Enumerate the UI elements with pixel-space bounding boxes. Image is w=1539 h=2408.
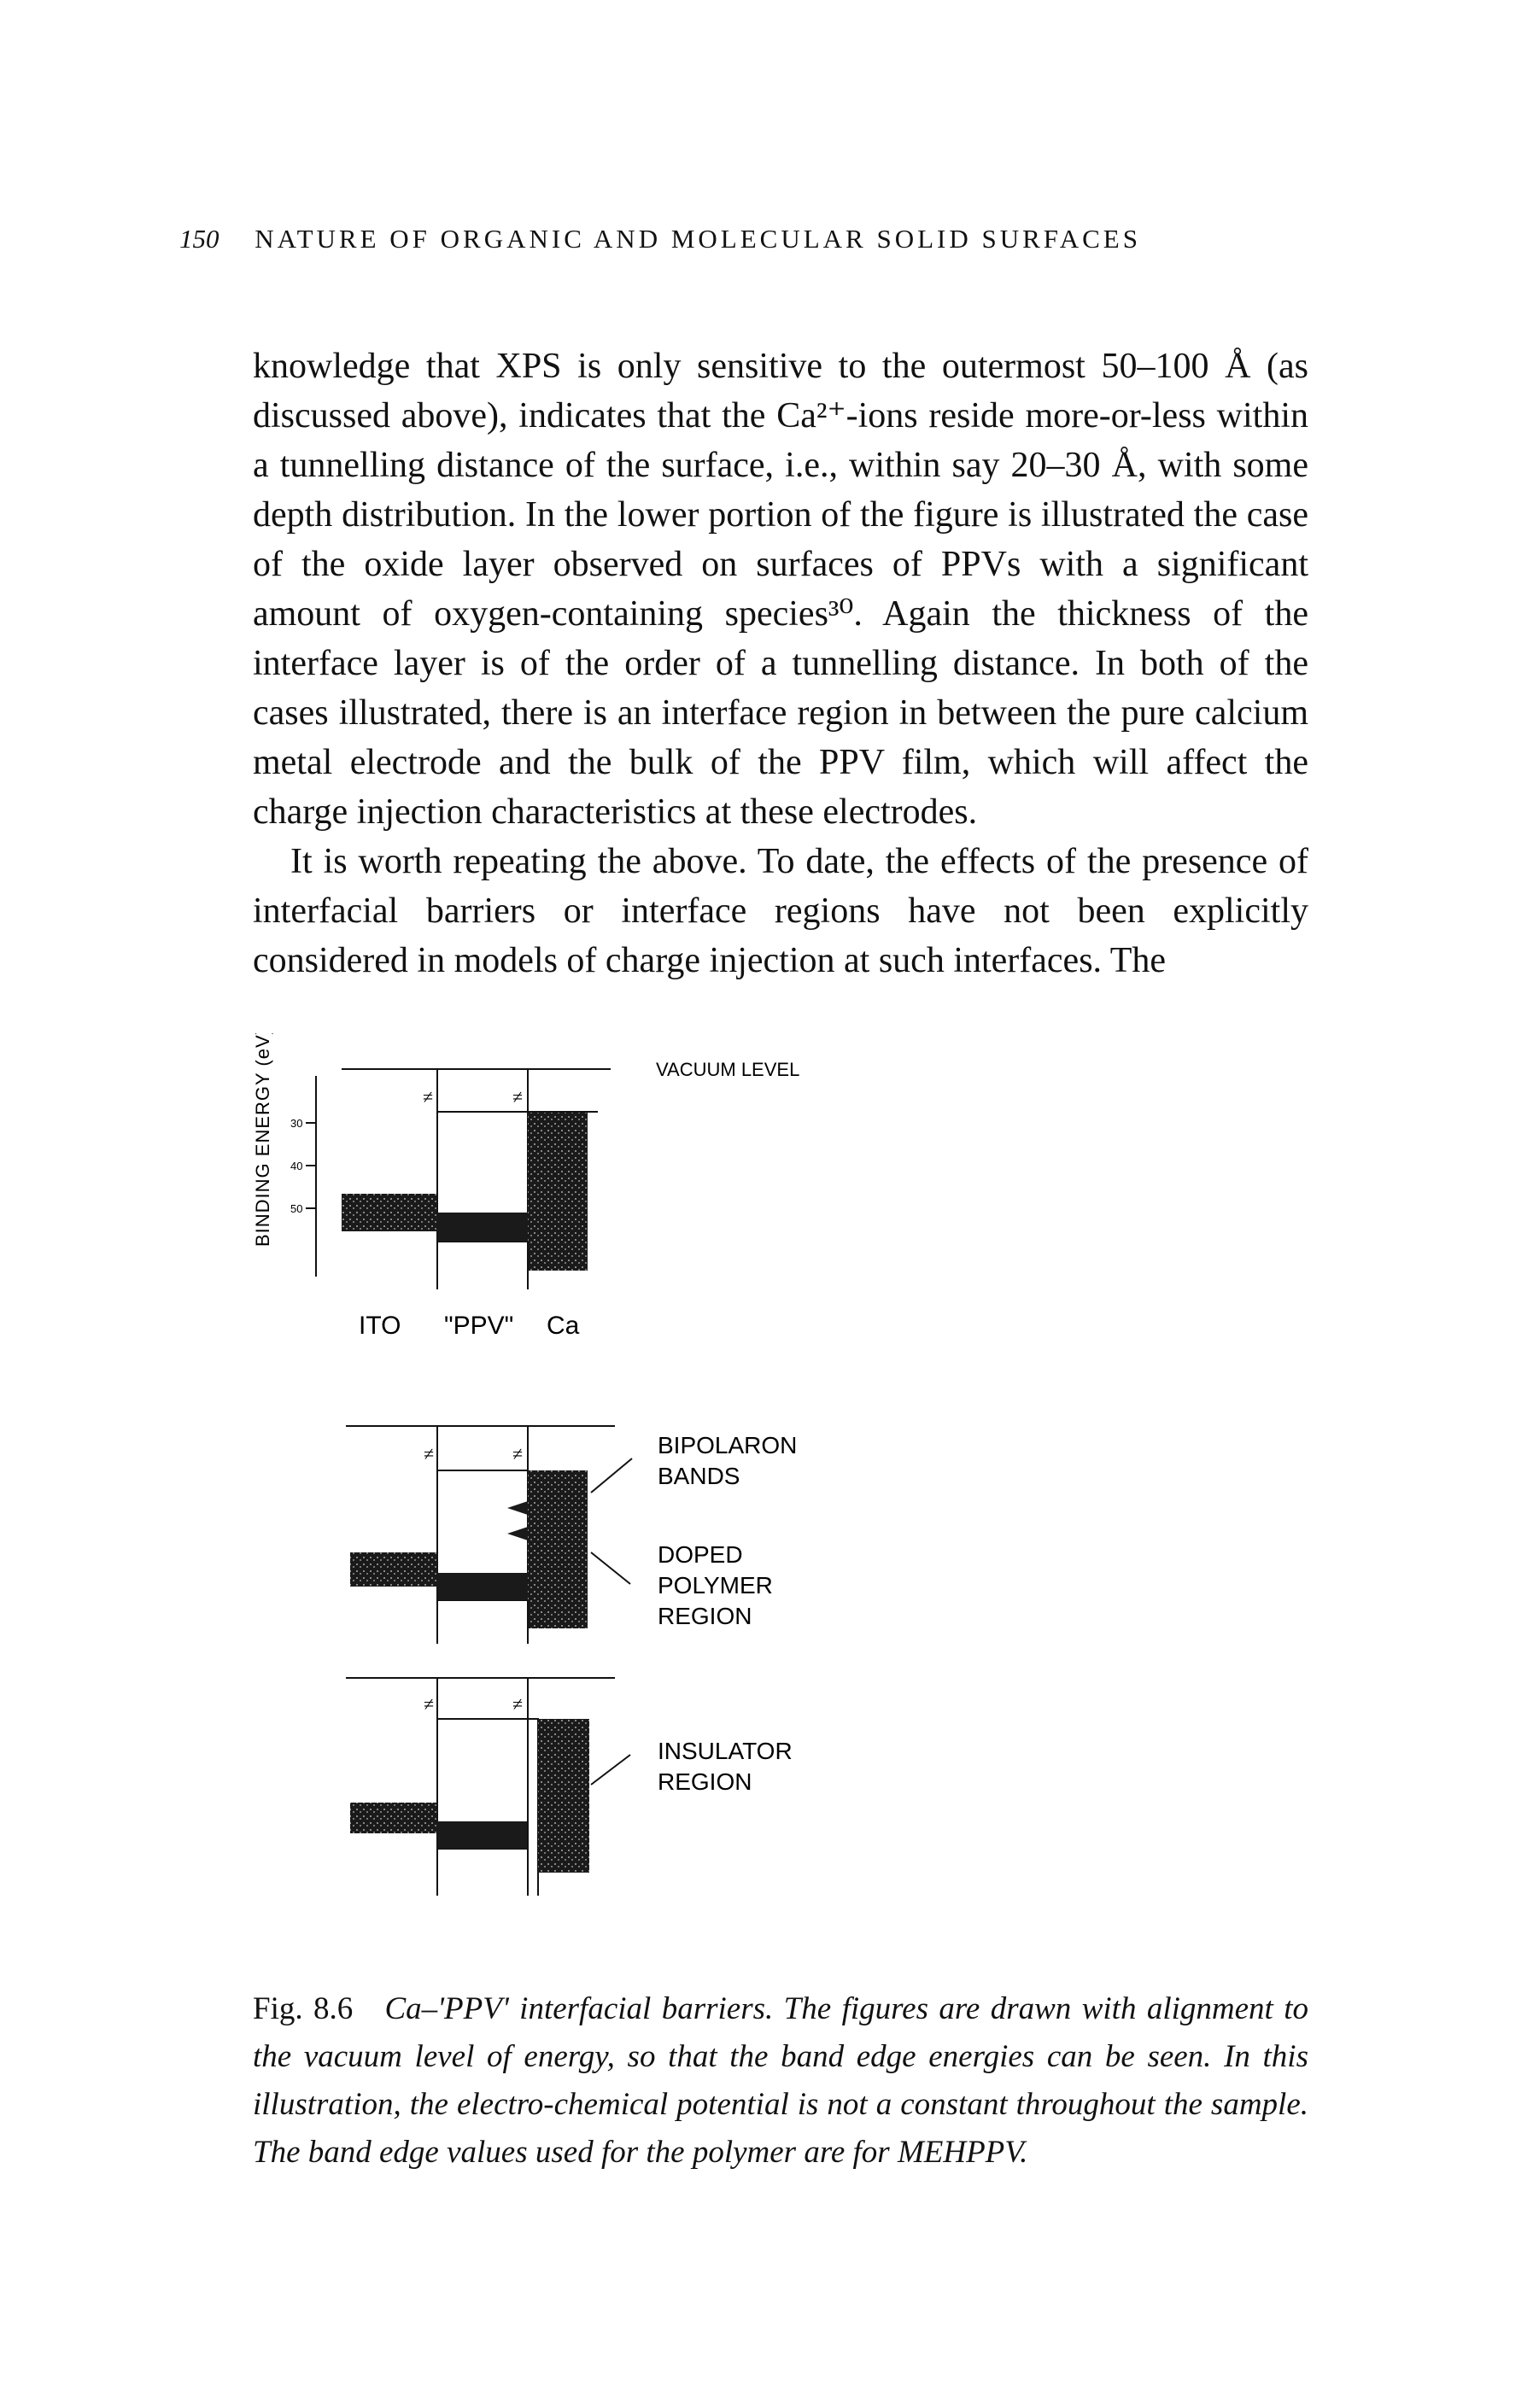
bipolaron-label: BIPOLARON BANDS [658, 1432, 804, 1489]
insulator-label: INSULATOR REGION [658, 1738, 799, 1795]
panel-3: ≠ ≠ INSULATOR REGION [346, 1677, 799, 1896]
running-header: 150 NATURE OF ORGANIC AND MOLECULAR SOLI… [179, 224, 1141, 254]
running-title: NATURE OF ORGANIC AND MOLECULAR SOLID SU… [255, 224, 1141, 254]
ppv-band [437, 1213, 528, 1242]
bipolaron-band [507, 1501, 528, 1515]
panel-1: BINDING ENERGY (eV) 30 40 50 VACUUM LEVE… [252, 1033, 799, 1340]
bipolaron-band [507, 1527, 528, 1540]
y-axis-label: BINDING ENERGY (eV) [252, 1033, 273, 1247]
ito-band [350, 1552, 437, 1587]
y-tick-label: 50 [290, 1202, 302, 1215]
material-label-ca: Ca [547, 1312, 580, 1340]
material-label-ppv: "PPV" [444, 1312, 513, 1340]
figure-label: Fig. 8.6 [253, 1991, 354, 2026]
vacuum-level-label: VACUUM LEVEL [656, 1059, 799, 1080]
break-mark: ≠ [512, 1443, 523, 1464]
y-tick-label: 40 [290, 1160, 302, 1172]
ito-band [350, 1803, 437, 1833]
figure-caption: Fig. 8.6 Ca–'PPV' interfacial barriers. … [253, 1985, 1308, 2177]
y-tick-label: 30 [290, 1117, 302, 1130]
doped-polymer-label: DOPED POLYMER REGION [658, 1541, 780, 1629]
break-mark: ≠ [424, 1693, 434, 1715]
insulator-region [527, 1718, 539, 1896]
break-mark: ≠ [512, 1693, 523, 1715]
ca-band [528, 1470, 588, 1628]
energy-band-diagram: BINDING ENERGY (eV) 30 40 50 VACUUM LEVE… [252, 1033, 804, 1896]
paragraph: It is worth repeating the above. To date… [253, 842, 1308, 980]
material-label-ito: ITO [359, 1312, 401, 1340]
break-mark: ≠ [423, 1086, 433, 1108]
paragraph: knowledge that XPS is only sensitive to … [253, 347, 1308, 832]
break-mark: ≠ [424, 1443, 434, 1464]
panel-2: ≠ ≠ BIPOLARON BANDS DOPED POLYMER REGION [346, 1425, 804, 1644]
ppv-band [437, 1573, 528, 1600]
ppv-band [437, 1821, 528, 1849]
ito-band [342, 1194, 437, 1231]
body-text: knowledge that XPS is only sensitive to … [253, 342, 1308, 985]
ca-band [528, 1112, 588, 1271]
page-number: 150 [179, 224, 219, 254]
caption-text: Ca–'PPV' interfacial barriers. The figur… [253, 1991, 1309, 2170]
break-mark: ≠ [512, 1086, 523, 1108]
ca-band [538, 1719, 589, 1873]
